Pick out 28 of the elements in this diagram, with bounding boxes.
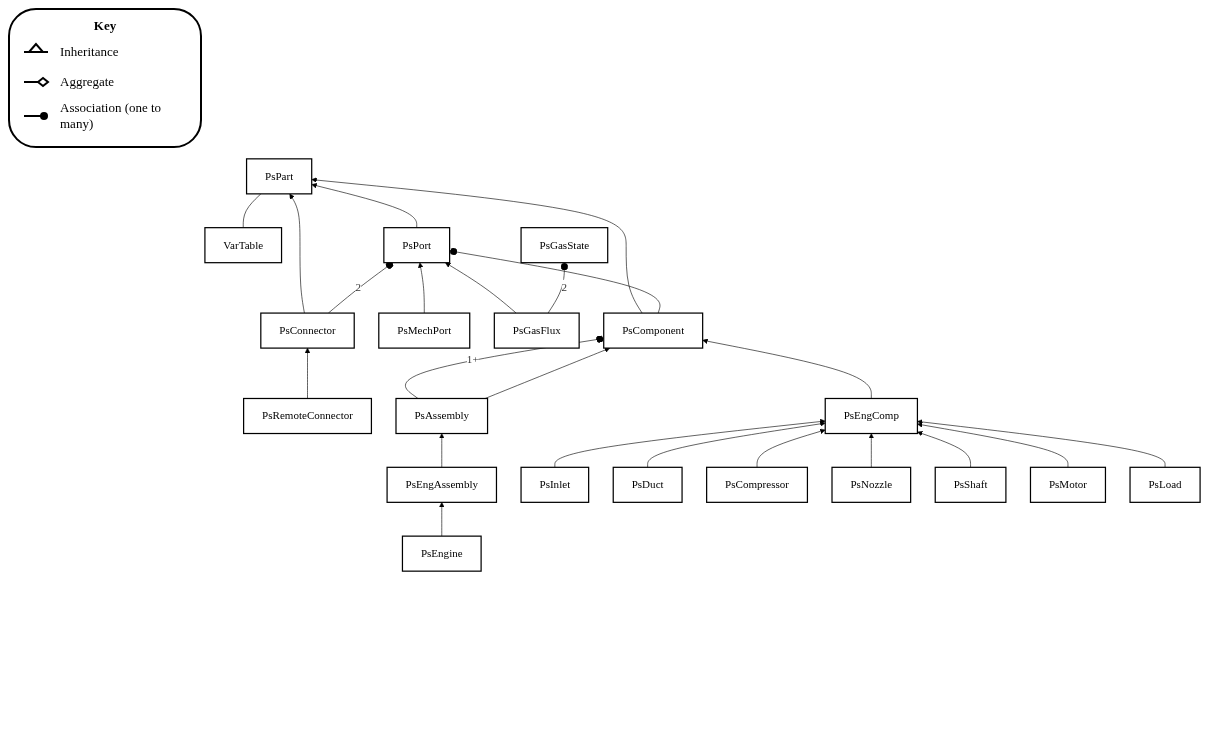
node-box: PsDuct — [612, 466, 683, 503]
node-box: PsGasState — [520, 227, 609, 264]
edge-label: 1+ — [466, 352, 479, 366]
node-box: PsRemoteConnector — [243, 397, 373, 435]
node-box: PsEngAssembly — [386, 466, 498, 503]
node-box: PsMechPort — [378, 312, 471, 349]
connector — [242, 193, 262, 228]
node-box: VarTable — [204, 227, 283, 264]
edge-label: 2 — [355, 281, 362, 294]
legend-text: Aggregate — [60, 74, 115, 90]
key-title: Key — [92, 18, 118, 34]
node-box: PsPort — [383, 227, 451, 264]
node-box: PsNozzle — [831, 466, 912, 503]
node-box: PsCompressor — [706, 466, 809, 503]
node-box: PsEngComp — [824, 397, 919, 435]
node-box: PsPart — [245, 158, 313, 195]
node-box: PsLoad — [1129, 466, 1201, 503]
node-box: PsAssembly — [395, 397, 489, 435]
node-box: PsMotor — [1029, 466, 1107, 503]
node-box: PsConnector — [260, 312, 355, 349]
legend-text: Association (one to many) — [60, 100, 163, 132]
edge-label: 2 — [561, 281, 568, 294]
legend-text: Inheritance — [60, 44, 119, 60]
node-box: PsInlet — [520, 466, 590, 503]
node-box: PsEngine — [401, 535, 482, 572]
node-box: PsShaft — [934, 466, 1007, 503]
node-box: PsGasFlux — [493, 312, 580, 349]
node-box: PsComponent — [603, 312, 704, 349]
